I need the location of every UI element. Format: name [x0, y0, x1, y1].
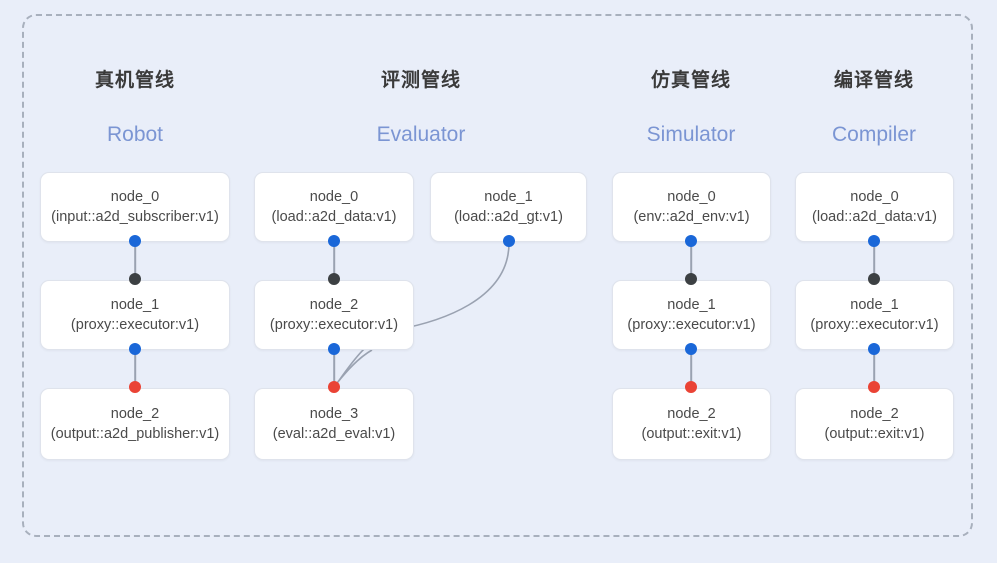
edge-evaluator-1	[333, 349, 335, 387]
edge-compiler-0	[873, 241, 875, 279]
port-output-simulator-2[interactable]	[685, 343, 697, 355]
column-subtitle-robot: Robot	[106, 123, 164, 146]
column-title-evaluator: 评测管线	[380, 70, 462, 91]
port-output-robot-0[interactable]	[129, 235, 141, 247]
column-subtitle-simulator: Simulator	[646, 123, 736, 146]
node-box-simulator-node_0[interactable]: node_0(env::a2d_env:v1)	[612, 172, 771, 242]
port-input-evaluator-1[interactable]	[328, 273, 340, 285]
node-type-label: (proxy::executor:v1)	[269, 316, 399, 333]
column-subtitle-compiler: Compiler	[831, 123, 917, 146]
port-input-robot-1[interactable]	[129, 273, 141, 285]
node-box-robot-node_2[interactable]: node_2(output::a2d_publisher:v1)	[40, 388, 230, 460]
port-terminal-simulator-3[interactable]	[685, 381, 697, 393]
node-type-label: (input::a2d_subscriber:v1)	[51, 208, 219, 225]
edge-robot-1	[134, 349, 136, 387]
port-terminal-compiler-3[interactable]	[868, 381, 880, 393]
column-subtitle-evaluator: Evaluator	[376, 123, 466, 146]
port-output-evaluator-4[interactable]	[503, 235, 515, 247]
node-box-evaluator-node_0[interactable]: node_0(load::a2d_data:v1)	[254, 172, 414, 242]
node-box-robot-node_1[interactable]: node_1(proxy::executor:v1)	[40, 280, 230, 350]
port-output-robot-2[interactable]	[129, 343, 141, 355]
port-input-compiler-1[interactable]	[868, 273, 880, 285]
port-terminal-evaluator-3[interactable]	[328, 381, 340, 393]
node-box-compiler-node_2[interactable]: node_2(output::exit:v1)	[795, 388, 954, 460]
node-box-simulator-node_2[interactable]: node_2(output::exit:v1)	[612, 388, 771, 460]
edge-robot-0	[134, 241, 136, 279]
node-id-label: node_2	[850, 405, 899, 422]
node-id-label: node_1	[850, 296, 899, 313]
node-type-label: (load::a2d_data:v1)	[271, 208, 397, 225]
port-output-simulator-0[interactable]	[685, 235, 697, 247]
port-output-evaluator-0[interactable]	[328, 235, 340, 247]
node-type-label: (proxy::executor:v1)	[810, 316, 939, 333]
node-id-label: node_2	[309, 296, 359, 313]
node-type-label: (load::a2d_gt:v1)	[454, 208, 563, 225]
port-output-compiler-0[interactable]	[868, 235, 880, 247]
node-type-label: (env::a2d_env:v1)	[633, 208, 750, 225]
node-id-label: node_0	[850, 188, 899, 205]
node-box-simulator-node_1[interactable]: node_1(proxy::executor:v1)	[612, 280, 771, 350]
port-output-evaluator-2[interactable]	[328, 343, 340, 355]
edge-simulator-1	[690, 349, 692, 387]
node-id-label: node_1	[110, 296, 160, 313]
node-id-label: node_1	[484, 188, 533, 205]
edge-evaluator-0	[333, 241, 335, 279]
column-title-robot: 真机管线	[94, 70, 176, 91]
column-title-compiler: 编译管线	[833, 70, 915, 91]
node-type-label: (output::a2d_publisher:v1)	[50, 425, 220, 442]
node-type-label: (output::exit:v1)	[641, 425, 742, 442]
node-box-robot-node_0[interactable]: node_0(input::a2d_subscriber:v1)	[40, 172, 230, 242]
port-output-compiler-2[interactable]	[868, 343, 880, 355]
node-id-label: node_0	[667, 188, 716, 205]
node-box-evaluator-node_2[interactable]: node_2(proxy::executor:v1)	[254, 280, 414, 350]
node-id-label: node_0	[110, 188, 160, 205]
port-input-simulator-1[interactable]	[685, 273, 697, 285]
node-box-evaluator-node_1[interactable]: node_1(load::a2d_gt:v1)	[430, 172, 587, 242]
node-type-label: (output::exit:v1)	[824, 425, 925, 442]
node-id-label: node_2	[110, 405, 160, 422]
node-id-label: node_2	[667, 405, 716, 422]
node-box-compiler-node_1[interactable]: node_1(proxy::executor:v1)	[795, 280, 954, 350]
column-title-simulator: 仿真管线	[650, 70, 732, 91]
port-terminal-robot-3[interactable]	[129, 381, 141, 393]
curved-edge-evaluator-1	[336, 349, 373, 384]
node-id-label: node_0	[309, 188, 359, 205]
node-type-label: (proxy::executor:v1)	[627, 316, 756, 333]
node-box-evaluator-node_3[interactable]: node_3(eval::a2d_eval:v1)	[254, 388, 414, 460]
node-type-label: (load::a2d_data:v1)	[812, 208, 937, 225]
edge-compiler-1	[873, 349, 875, 387]
node-id-label: node_1	[667, 296, 716, 313]
node-id-label: node_3	[309, 405, 359, 422]
edge-simulator-0	[690, 241, 692, 279]
node-type-label: (proxy::executor:v1)	[70, 316, 200, 333]
node-type-label: (eval::a2d_eval:v1)	[272, 425, 396, 442]
node-box-compiler-node_0[interactable]: node_0(load::a2d_data:v1)	[795, 172, 954, 242]
